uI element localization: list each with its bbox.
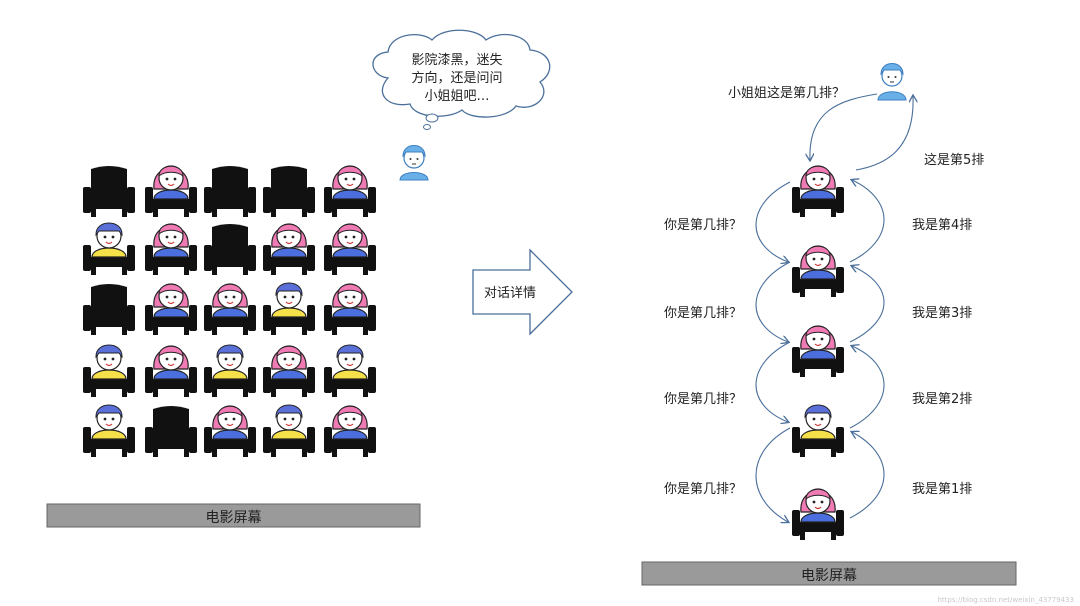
seat-r3-c5-girl [324, 283, 376, 335]
seat-r5-c1-boy [83, 404, 135, 457]
answer-arrows [849, 96, 913, 519]
big-arrow-label: 对话详情 [483, 286, 536, 301]
answer-row-4: 我是第4排 [912, 218, 973, 233]
question-1: 你是第几排？ [664, 218, 743, 233]
seat-r2-c5-girl [324, 223, 376, 275]
seat-r4-c4-girl [263, 345, 315, 397]
answer-row-5: 这是第5排 [924, 153, 985, 168]
seat-r2-c1-boy [83, 222, 135, 275]
chain-seat-2-boy [792, 404, 844, 457]
screen-label-left: 电影屏幕 [205, 510, 262, 526]
question-4: 你是第几排？ [664, 482, 743, 497]
question-3: 你是第几排？ [664, 392, 743, 407]
seat-r4-c5-boy [324, 344, 376, 397]
chain-seat-4-girl [792, 245, 844, 297]
question-arrows [755, 181, 790, 522]
thought-line-2: 方向，还是问问 [411, 71, 503, 86]
thought-bubble [372, 29, 551, 130]
seat-chain [792, 165, 844, 540]
seat-r3-c2-girl [145, 283, 197, 335]
seat-r5-c4-boy [263, 404, 315, 457]
lost-person-icon [399, 145, 429, 181]
seat-r2-c4-girl [263, 223, 315, 275]
screen-bar-right [641, 561, 1017, 586]
seat-r4-c1-boy [83, 344, 135, 397]
answer-row-2: 我是第2排 [912, 392, 973, 407]
thought-line-1: 影院漆黑，迷失 [411, 53, 503, 68]
seat-r3-c3-girl [204, 283, 256, 335]
seat-r1-c5-girl [324, 165, 376, 217]
chain-seat-3-girl [792, 325, 844, 377]
ask-arrow [810, 93, 878, 160]
thought-line-3: 小姐姐吧… [424, 89, 490, 104]
seat-r1-c3-empty [204, 166, 256, 217]
asking-person-icon [877, 63, 907, 101]
seat-r5-c5-girl [324, 405, 376, 457]
thought-text: 影院漆黑，迷失 方向，还是问问 小姐姐吧… [392, 52, 522, 106]
watermark: https://blog.csdn.net/weixin_43779433 [937, 596, 1074, 604]
answer-row-1: 我是第1排 [912, 482, 973, 497]
seat-r5-c2-empty [145, 406, 197, 457]
chain-seat-1-girl [792, 488, 844, 540]
screen-label-right: 电影屏幕 [801, 568, 857, 584]
answer-row-3: 我是第3排 [912, 306, 973, 321]
question-top: 小姐姐这是第几排？ [728, 86, 846, 101]
seat-r2-c3-empty [204, 224, 256, 275]
seat-r1-c2-girl [145, 165, 197, 217]
seat-r4-c2-girl [145, 345, 197, 397]
seat-grid [83, 165, 376, 457]
seat-r1-c1-empty [83, 166, 135, 217]
seat-r1-c4-empty [263, 166, 315, 217]
seat-r4-c3-boy [204, 344, 256, 397]
big-right-arrow [472, 248, 573, 336]
seat-r3-c4-boy [263, 282, 315, 335]
screen-bar-left [46, 503, 421, 528]
question-2: 你是第几排？ [664, 306, 743, 321]
seat-r5-c3-girl [204, 405, 256, 457]
chain-seat-5-girl [792, 165, 844, 217]
seat-r2-c2-girl [145, 223, 197, 275]
seat-r3-c1-empty [83, 284, 135, 335]
